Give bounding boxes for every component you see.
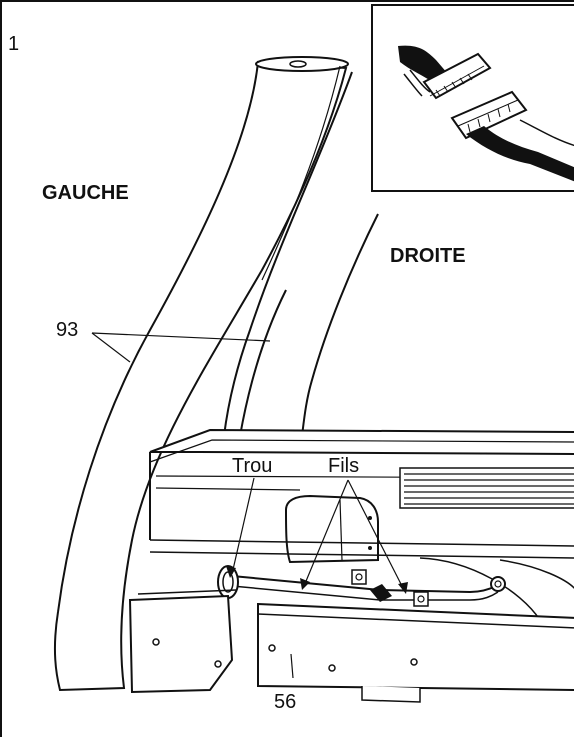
left-upright — [53, 56, 349, 692]
inset-connector-top — [422, 52, 492, 100]
label-left: GAUCHE — [42, 182, 129, 204]
callout-lines — [91, 332, 405, 679]
inset-connector-bottom — [450, 90, 528, 140]
connector-inset — [371, 4, 574, 192]
motor-hood-grille — [399, 467, 574, 509]
wire-connector — [370, 584, 392, 602]
left-base-bracket — [128, 589, 237, 694]
right-upright — [222, 71, 379, 437]
motor-housing — [284, 494, 379, 564]
left-upright-top-cap — [255, 56, 349, 72]
step-number: 1 — [8, 33, 19, 55]
label-wires: Fils — [328, 455, 359, 477]
base-crossbar — [257, 602, 574, 703]
label-part-93: 93 — [56, 319, 78, 341]
inset-wire-bundle-bottom — [466, 126, 574, 182]
treadmill-frame — [149, 428, 574, 621]
label-part-56: 56 — [274, 691, 296, 713]
inset-wire-bundle-top — [398, 45, 448, 84]
callout-arrowheads — [226, 566, 408, 594]
label-right: DROITE — [390, 245, 466, 267]
label-hole: Trou — [232, 455, 272, 477]
